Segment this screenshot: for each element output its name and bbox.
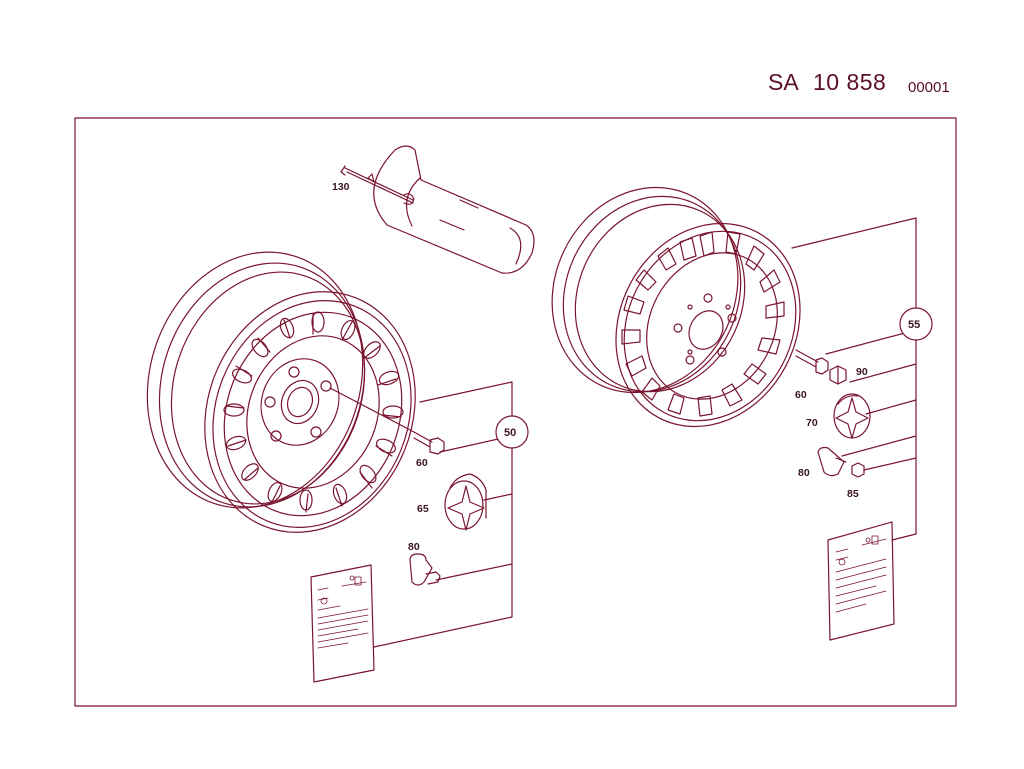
right-wheel-icon bbox=[551, 186, 801, 428]
callout-circle-55 bbox=[899, 307, 933, 341]
part-label-70: 70 bbox=[806, 417, 818, 429]
part-label-80-right: 80 bbox=[798, 467, 810, 479]
part-label-60-left: 60 bbox=[416, 457, 428, 469]
left-info-plate-icon bbox=[310, 564, 375, 683]
sheet-number: 00001 bbox=[908, 79, 950, 96]
left-tire-valve-icon bbox=[409, 553, 441, 586]
sa-prefix: SA bbox=[768, 69, 799, 95]
right-tire-valve-icon bbox=[817, 446, 847, 477]
document-number: 10 858 bbox=[813, 69, 887, 95]
callout-label-50: 50 bbox=[504, 427, 516, 439]
part-label-80-left: 80 bbox=[408, 541, 420, 553]
left-hub-cap-star-icon bbox=[444, 473, 487, 531]
part-label-90: 90 bbox=[856, 366, 868, 378]
part-label-65: 65 bbox=[417, 503, 429, 515]
part-label-130: 130 bbox=[332, 181, 350, 193]
drawing-frame bbox=[74, 117, 957, 707]
right-wheel-bolt-icon bbox=[795, 349, 829, 375]
right-nut-icon bbox=[829, 365, 847, 385]
left-wheel-bolt-icon bbox=[413, 431, 445, 455]
part-label-60-right: 60 bbox=[795, 389, 807, 401]
right-valve-cap-icon bbox=[851, 462, 865, 478]
part-label-85: 85 bbox=[847, 488, 859, 500]
right-info-plate-icon bbox=[827, 521, 895, 641]
lug-wrench-tool-icon bbox=[340, 145, 535, 274]
callout-label-55: 55 bbox=[908, 319, 920, 331]
right-hub-cap-star-icon bbox=[833, 393, 871, 439]
drawing-header: SA 10 858 00001 bbox=[0, 0, 1024, 110]
left-callout-leaders bbox=[373, 381, 513, 648]
callout-circle-50 bbox=[495, 415, 529, 449]
right-callout-leaders bbox=[791, 217, 917, 541]
left-wheel-icon bbox=[146, 251, 416, 533]
